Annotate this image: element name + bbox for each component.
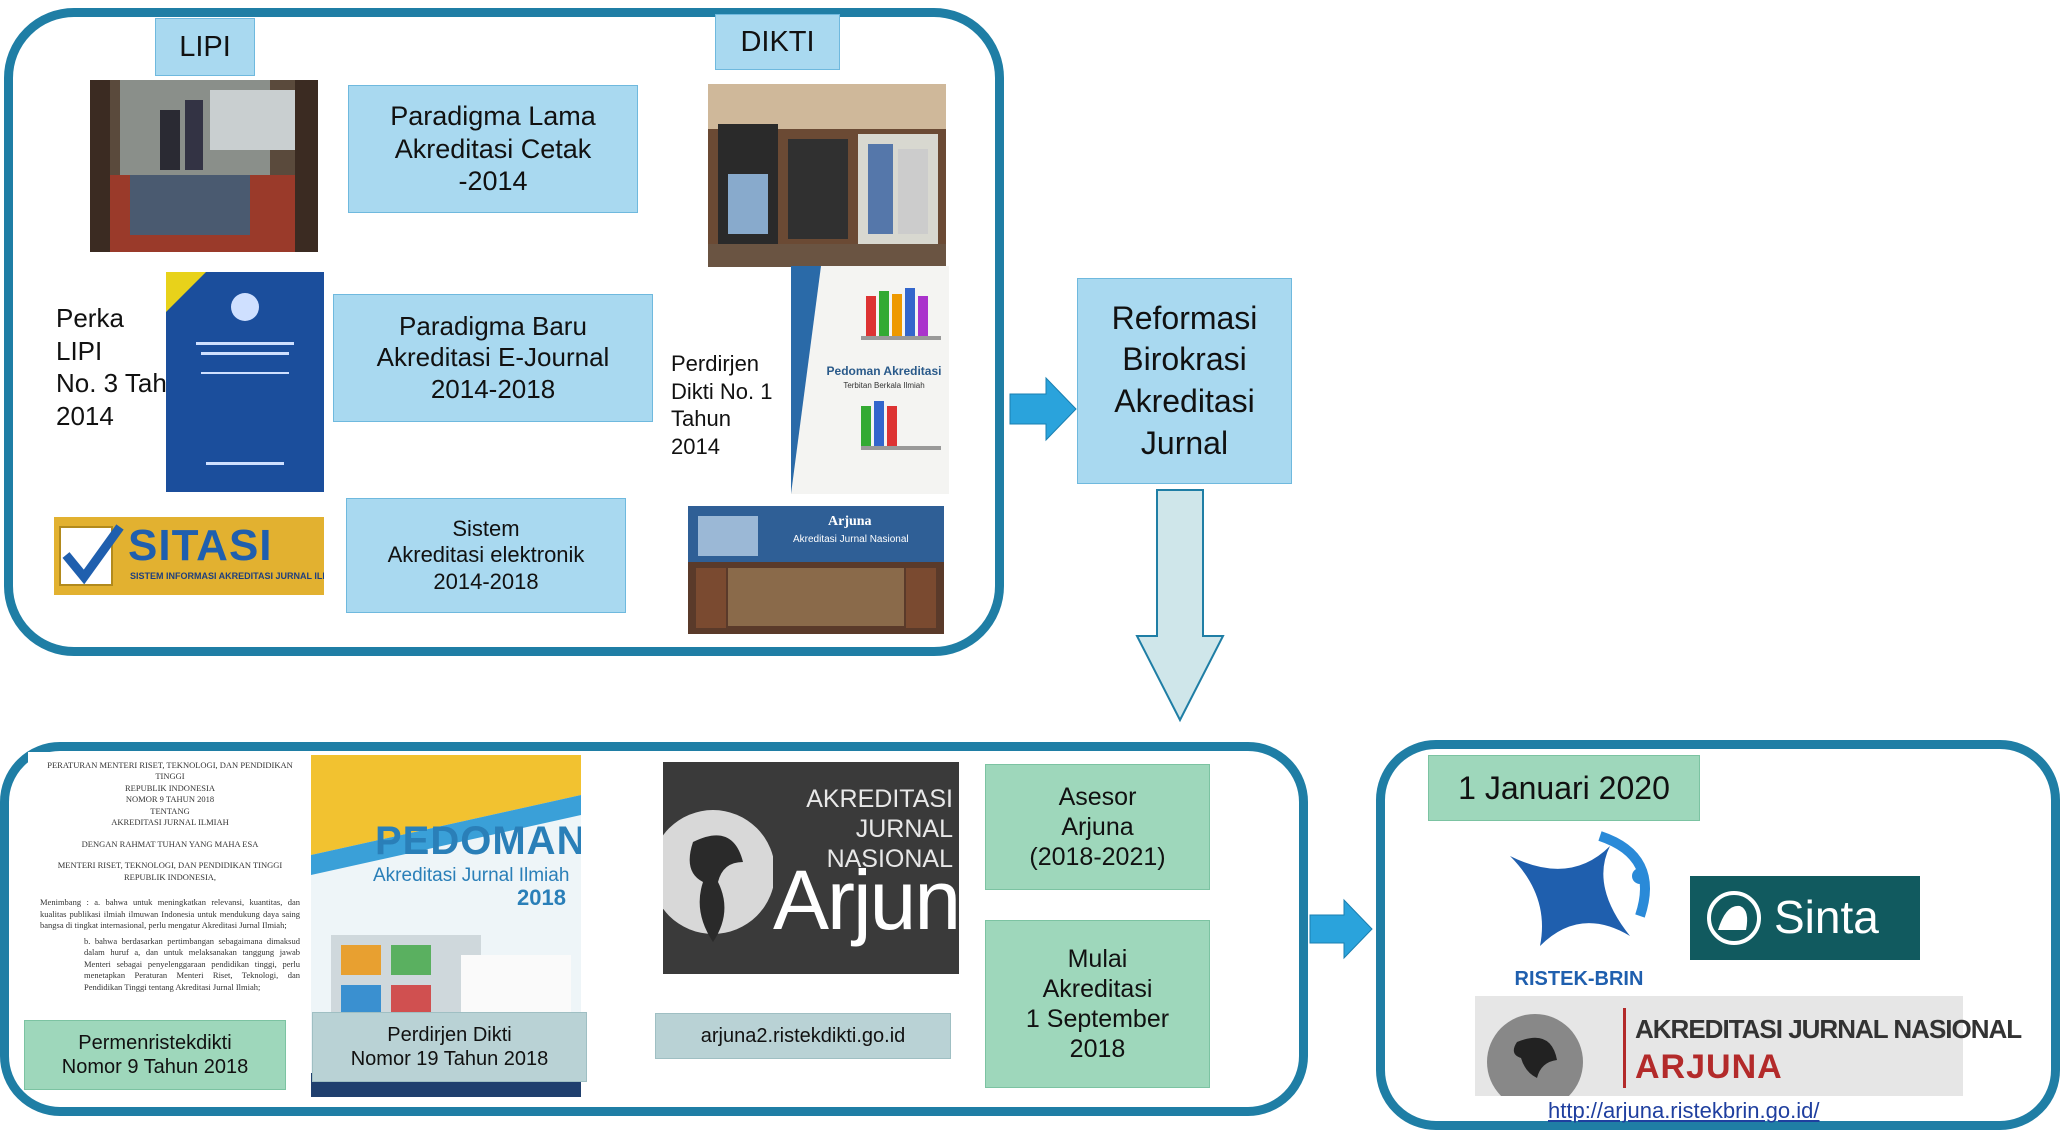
lipi-label: LIPI [155,18,255,76]
arjuna-logo-word: Arjuna [773,853,959,947]
doc-line-9: Menimbang : a. bahwa untuk meningkatkan … [40,897,300,931]
sinta-logo: Sinta [1690,876,1920,960]
sitasi-logo-subtitle: SISTEM INFORMASI AKREDITASI JURNAL ILMIA… [130,571,324,581]
arjuna-logo-dark: AKREDITASI JURNAL NASIONAL Arjuna [663,762,959,974]
pedoman-2014-cover: Pedoman Akreditasi Terbitan Berkala Ilmi… [791,266,949,494]
wayang-icon [663,810,773,942]
check-icon [59,524,124,586]
pedoman-2018-title: PEDOMAN [375,819,581,863]
sinta-icon [1707,891,1761,945]
pedoman-2014-title: Pedoman Akreditasi [826,364,942,378]
arjuna-light-line2: ARJUNA [1635,1048,1783,1086]
doc-line-5: AKREDITASI JURNAL ILMIAH [111,817,229,828]
divider [1623,1008,1626,1088]
asesor-box: Asesor Arjuna (2018-2021) [985,764,1210,890]
arjuna-logo-light: AKREDITASI JURNAL NASIONAL ARJUNA [1475,996,2022,1096]
doc-line-1: PERATURAN MENTERI RISET, TEKNOLOGI, DAN … [47,760,293,782]
pedoman-2014-subtitle: Terbitan Berkala Ilmiah [843,381,925,390]
arjuna-banner-title: Arjuna [828,514,872,529]
doc-line-3: NOMOR 9 TAHUN 2018 [125,794,215,805]
sitasi-logo: SITASI SISTEM INFORMASI AKREDITASI JURNA… [54,517,324,595]
dikti-room-photo [708,84,946,267]
arjuna-light-line1: AKREDITASI JURNAL NASIONAL [1635,1014,2022,1044]
pedoman-2018-subtitle: Akreditasi Jurnal Ilmiah [373,865,570,886]
lipi-office-photo [90,80,318,252]
perka-lipi-cover [166,272,324,492]
paradigma-lama-box: Paradigma Lama Akreditasi Cetak -2014 [348,85,638,213]
arjuna-banner-subtitle: Akreditasi Jurnal Nasional [793,534,909,545]
reformasi-box: Reformasi Birokrasi Akreditasi Jurnal [1077,278,1292,484]
wayang-icon [1487,1014,1583,1096]
permen-document: PERATURAN MENTERI RISET, TEKNOLOGI, DAN … [28,752,312,1030]
paradigma-baru-box: Paradigma Baru Akreditasi E-Journal 2014… [333,294,653,422]
date-box: 1 Januari 2020 [1428,755,1700,821]
arrow-down-icon [1135,489,1225,723]
doc-line-4: TENTANG [150,805,190,816]
arrow-right-icon [1009,376,1077,442]
doc-line-6: DENGAN RAHMAT TUHAN YANG MAHA ESA [81,838,259,849]
dikti-label: DIKTI [715,14,840,70]
doc-line-10: b. bahwa berdasarkan pertimbangan sebaga… [84,935,300,992]
arjuna-logo-top-text: AKREDITASI JURNAL NASIONAL [806,785,953,873]
doc-line-2: REPUBLIK INDONESIA [125,782,215,793]
ristek-brin-text: RISTEK-BRIN [1514,968,1644,990]
arjuna-ristekbrin-link[interactable]: http://arjuna.ristekbrin.go.id/ [1548,1098,1820,1123]
doc-line-7: MENTERI RISET, TEKNOLOGI, DAN PENDIDIKAN… [57,860,283,871]
perdirjen-2018-label: Perdirjen Dikti Nomor 19 Tahun 2018 [312,1012,587,1082]
permen-label: Permenristekdikti Nomor 9 Tahun 2018 [24,1020,286,1090]
perka-lipi-text: Perka LIPI No. 3 Tahun 2014 [56,303,196,431]
perdirjen-2014-text: Perdirjen Dikti No. 1 Tahun 2014 [671,351,773,459]
mulai-akreditasi-box: Mulai Akreditasi 1 September 2018 [985,920,1210,1088]
ristek-brin-logo: RISTEK-BRIN [1490,826,1668,996]
pedoman-2018-year: 2018 [517,885,566,910]
arrow-right-icon [1309,898,1373,960]
sinta-text: Sinta [1774,891,1879,943]
arjuna-website-banner: Arjuna Akreditasi Jurnal Nasional [688,506,944,634]
doc-line-8: REPUBLIK INDONESIA, [123,871,217,882]
sistem-box: Sistem Akreditasi elektronik 2014-2018 [346,498,626,613]
arjuna2-url-label[interactable]: arjuna2.ristekdikti.go.id [655,1013,951,1059]
sitasi-logo-text: SITASI [128,521,273,570]
